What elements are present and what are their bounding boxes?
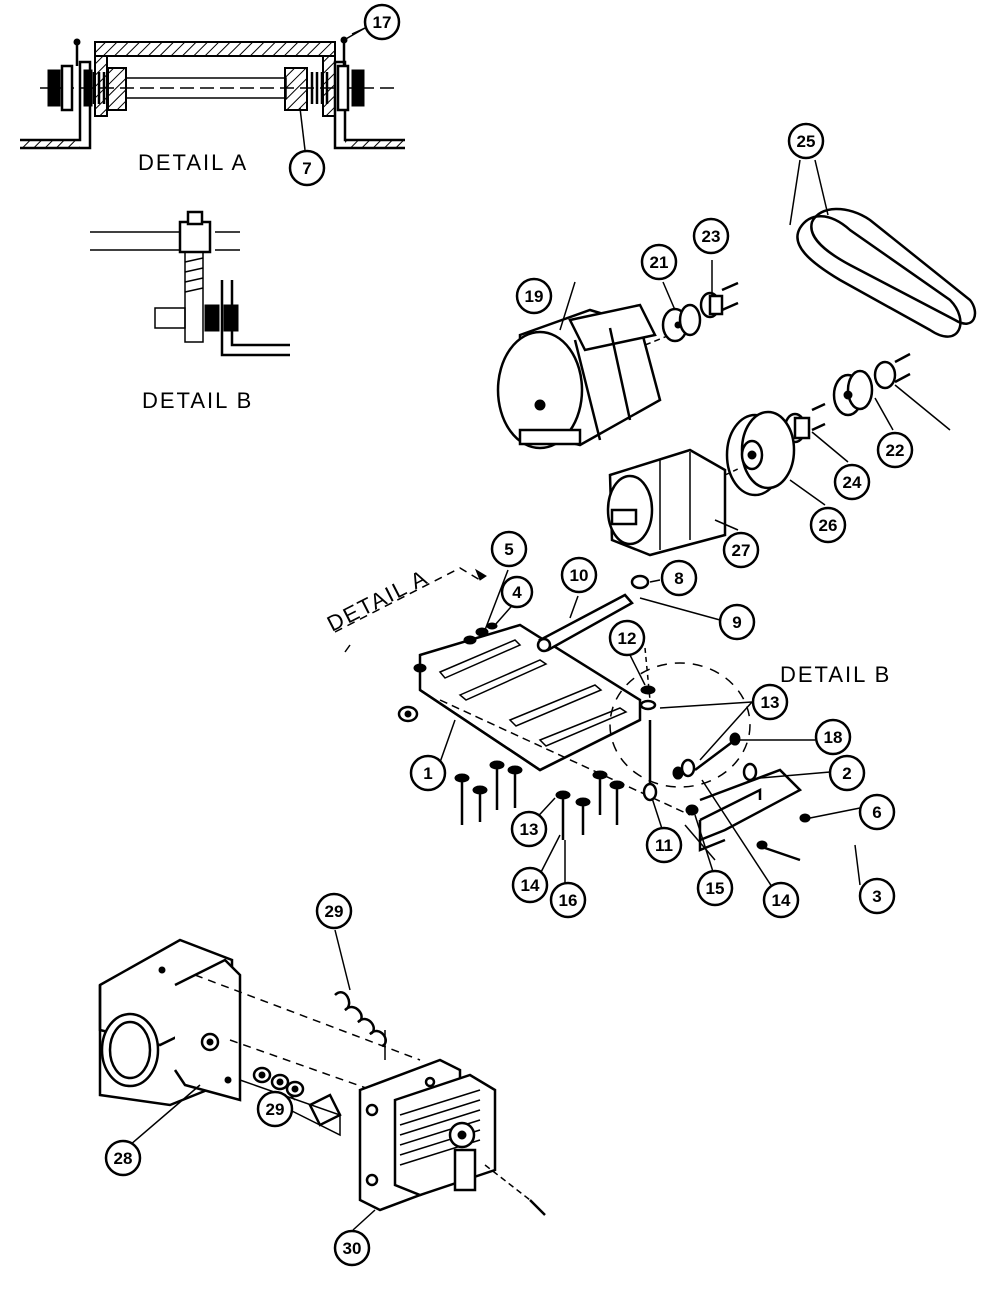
- detail-b-callout-label: DETAIL B: [780, 662, 891, 687]
- callout-10-number: 10: [570, 566, 589, 585]
- washer-left: [397, 663, 427, 723]
- callout-bubbles: 17 7 19 21 23 25 22 24 26 27 5 4 10 8 9 …: [104, 3, 914, 1267]
- callout-6: 6: [858, 793, 896, 831]
- callout-16: 16: [549, 881, 587, 919]
- callout-24: 24: [833, 463, 871, 501]
- callout-30-number: 30: [343, 1239, 362, 1258]
- callout-28-number: 28: [114, 1149, 133, 1168]
- mounting-bolts: [454, 647, 658, 840]
- spring-29: [334, 991, 387, 1060]
- callout-28: 28: [104, 1139, 142, 1177]
- callout-23: 23: [692, 217, 730, 255]
- callout-29-top: 29: [315, 892, 353, 930]
- callout-17: 17: [363, 3, 401, 41]
- callout-29-bottom-number: 29: [266, 1100, 285, 1119]
- callout-10: 10: [560, 556, 598, 594]
- callout-12: 12: [608, 619, 646, 657]
- callout-15: 15: [696, 869, 734, 907]
- callout-6-number: 6: [872, 803, 881, 822]
- solenoid-30: [358, 1058, 546, 1216]
- callout-27-number: 27: [732, 541, 751, 560]
- callout-29-top-number: 29: [325, 902, 344, 921]
- callout-25-number: 25: [797, 132, 816, 151]
- callout-27: 27: [722, 531, 760, 569]
- callout-29-bottom: 29: [256, 1090, 294, 1128]
- callout-16-number: 16: [559, 891, 578, 910]
- callout-14-left: 14: [511, 866, 549, 904]
- shaft-9-10: [536, 574, 650, 653]
- callout-14-left-number: 14: [521, 876, 540, 895]
- callout-26: 26: [809, 506, 847, 544]
- bracket-2-assembly: [672, 732, 811, 862]
- callout-13-right-number: 13: [761, 693, 780, 712]
- v-belts: [796, 207, 977, 338]
- callout-3: 3: [858, 877, 896, 915]
- callout-14-right: 14: [762, 881, 800, 919]
- callout-2-number: 2: [842, 764, 851, 783]
- detail-a-drawing: [20, 27, 405, 151]
- detail-a-arrow: [334, 567, 487, 653]
- detail-a-label: DETAIL A: [138, 150, 248, 175]
- callout-11-number: 11: [655, 836, 673, 855]
- callout-23-number: 23: [702, 227, 721, 246]
- leader-lines: [129, 27, 894, 1231]
- callout-22: 22: [876, 431, 914, 469]
- callout-3-number: 3: [872, 887, 881, 906]
- callout-18: 18: [814, 718, 852, 756]
- washers-29: [239, 1066, 342, 1137]
- callout-21: 21: [640, 243, 678, 281]
- callout-17-number: 17: [373, 13, 392, 32]
- detail-a-arrow-label: DETAIL A: [323, 564, 432, 636]
- callout-11: 11: [645, 826, 683, 864]
- callout-5: 5: [490, 530, 528, 568]
- detail-b-label: DETAIL B: [142, 388, 253, 413]
- callout-4-number: 4: [512, 583, 522, 602]
- callout-1-number: 1: [423, 764, 432, 783]
- callout-9: 9: [718, 603, 756, 641]
- callout-19-number: 19: [525, 287, 544, 306]
- callout-4: 4: [500, 575, 534, 609]
- callout-26-number: 26: [819, 516, 838, 535]
- callout-19: 19: [515, 277, 553, 315]
- callout-30: 30: [333, 1229, 371, 1267]
- hub-23: [699, 281, 739, 319]
- detail-b-drawing: [90, 210, 290, 357]
- motor-19: [496, 303, 671, 450]
- callout-13-right: 13: [751, 683, 789, 721]
- callout-5-number: 5: [504, 540, 513, 559]
- callout-7: 7: [288, 149, 326, 187]
- callout-13-left-number: 13: [520, 820, 539, 839]
- callout-14-right-number: 14: [772, 891, 791, 910]
- housing-28: [98, 938, 421, 1107]
- callout-2: 2: [828, 754, 866, 792]
- callout-15-number: 15: [706, 879, 725, 898]
- callout-21-number: 21: [650, 253, 669, 272]
- pulley-21: [661, 303, 702, 343]
- motor-27: [606, 448, 741, 557]
- callout-24-number: 24: [843, 473, 862, 492]
- callout-9-number: 9: [732, 613, 741, 632]
- callout-18-number: 18: [824, 728, 843, 747]
- mounting-plate: [418, 623, 751, 816]
- callout-8-number: 8: [674, 569, 683, 588]
- callout-13-left: 13: [510, 810, 548, 848]
- callout-8: 8: [660, 559, 698, 597]
- callout-12-number: 12: [618, 629, 637, 648]
- callout-7-number: 7: [302, 159, 311, 178]
- callout-1: 1: [409, 754, 447, 792]
- callout-25: 25: [787, 122, 825, 160]
- pulley-22: [832, 352, 951, 431]
- callout-22-number: 22: [886, 441, 905, 460]
- pulley-26: [725, 410, 796, 497]
